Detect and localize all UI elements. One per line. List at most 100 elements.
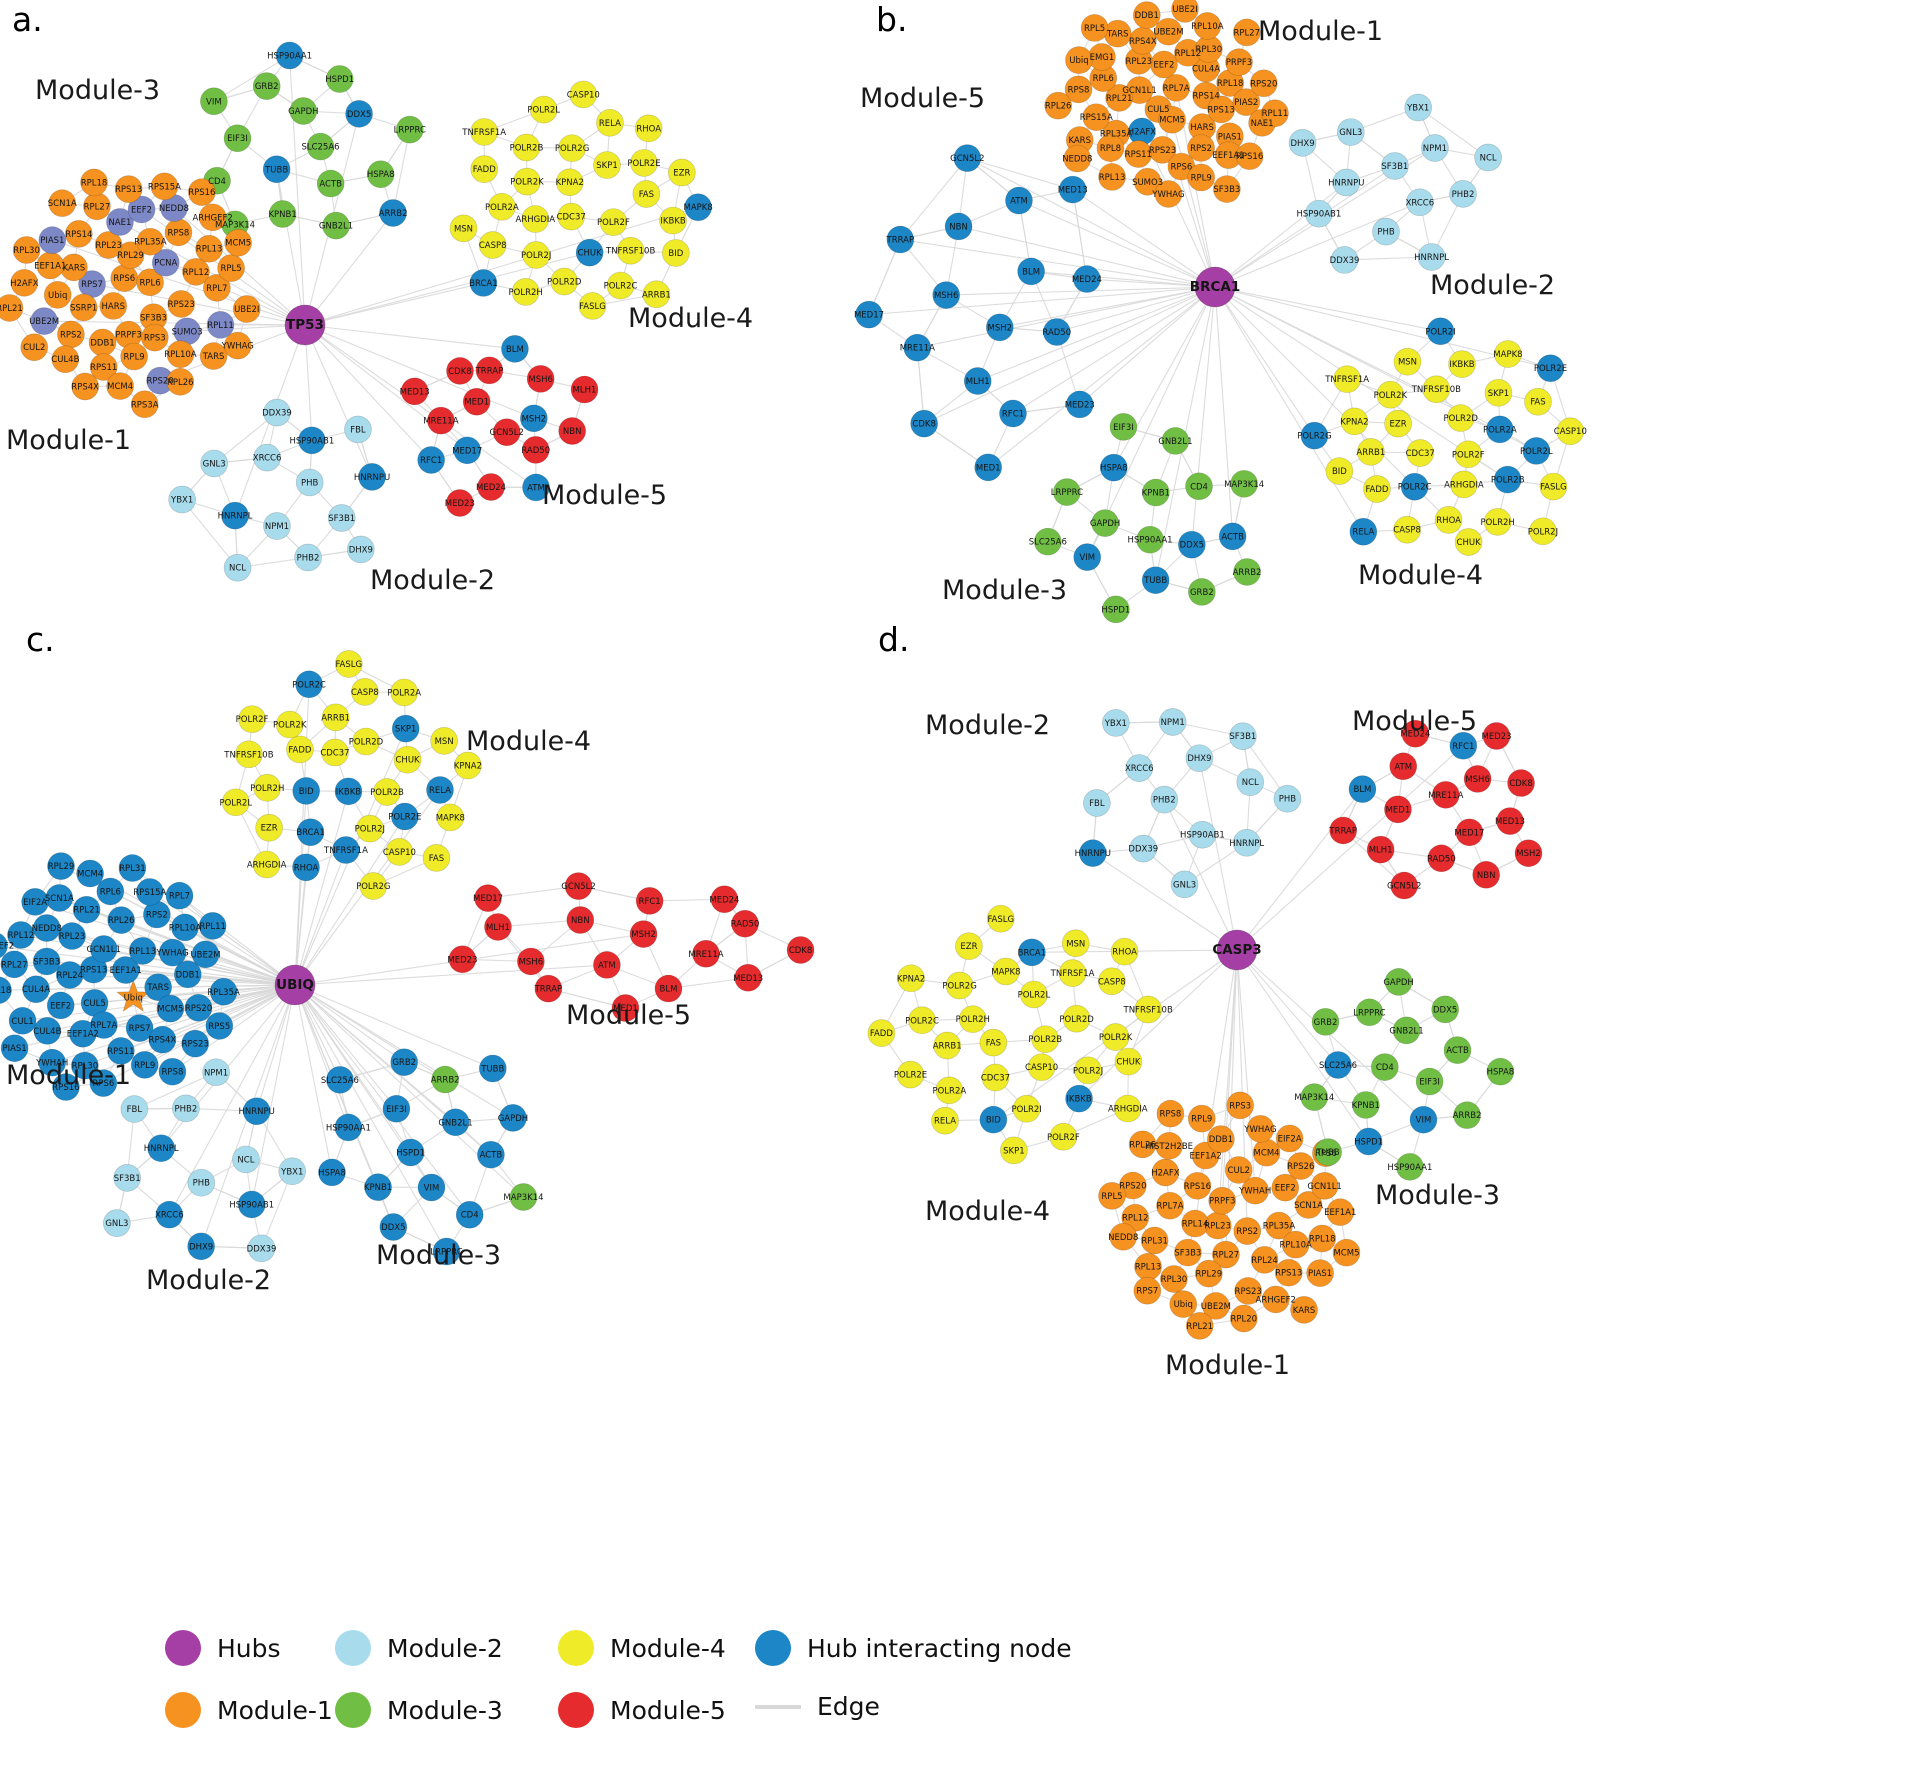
node-HSPA8[interactable] xyxy=(1099,453,1128,482)
node-POLR2I[interactable] xyxy=(1012,1094,1041,1123)
node-NBN[interactable] xyxy=(566,906,595,934)
node-GAPDH[interactable] xyxy=(289,97,318,125)
node-TRRAP[interactable] xyxy=(475,356,504,385)
node-MAPK8[interactable] xyxy=(992,957,1020,986)
node-EEF1A2[interactable] xyxy=(68,1019,97,1048)
node-YBX1[interactable] xyxy=(1404,93,1433,122)
node-POLR2F[interactable] xyxy=(238,705,266,734)
node-TUBB[interactable] xyxy=(1141,566,1170,595)
node-NPM1[interactable] xyxy=(202,1058,230,1087)
node-RPL21[interactable] xyxy=(72,895,101,924)
node-HSP90AB1[interactable] xyxy=(1188,820,1217,849)
node-GNL3[interactable] xyxy=(103,1209,131,1238)
node-GAPDH[interactable] xyxy=(1384,968,1413,996)
node-YWHAG[interactable] xyxy=(1246,1115,1275,1143)
node-NCL[interactable] xyxy=(1474,143,1502,172)
node-SKP1[interactable] xyxy=(593,151,621,179)
hub-UBIQ[interactable] xyxy=(274,964,316,1006)
node-RPL11[interactable] xyxy=(198,912,227,940)
node-RPL7[interactable] xyxy=(165,881,194,910)
node-POLR2L[interactable] xyxy=(1522,437,1551,465)
node-IKBKB[interactable] xyxy=(1448,350,1476,378)
node-POLR2E[interactable] xyxy=(1536,354,1565,383)
node-MED13[interactable] xyxy=(1496,807,1524,835)
node-HSP90AA1[interactable] xyxy=(275,41,304,70)
node-RPL35A[interactable] xyxy=(136,227,165,256)
node-ATM[interactable] xyxy=(1389,752,1418,781)
node-POLR2G[interactable] xyxy=(558,134,586,163)
node-MSN[interactable] xyxy=(1061,929,1090,958)
node-KPNA2[interactable] xyxy=(1340,407,1369,436)
node-RPS16[interactable] xyxy=(187,178,216,207)
node-CASP8[interactable] xyxy=(351,678,379,706)
node-SF3B1[interactable] xyxy=(1381,152,1409,180)
node-EIF2A[interactable] xyxy=(1275,1124,1304,1153)
node-XRCC6[interactable] xyxy=(253,443,281,472)
node-RPS13[interactable] xyxy=(1207,95,1236,124)
node-POLR2D[interactable] xyxy=(1062,1004,1091,1033)
node-CASP8[interactable] xyxy=(1097,967,1126,996)
node-RPL10A[interactable] xyxy=(1193,12,1222,40)
node-MAPK8[interactable] xyxy=(684,193,712,222)
node-POLR2C[interactable] xyxy=(295,670,323,699)
node-GCN1L1[interactable] xyxy=(1310,1171,1339,1200)
node-BID[interactable] xyxy=(661,239,690,267)
node-POLR2G[interactable] xyxy=(945,971,974,1000)
node-DHX9[interactable] xyxy=(187,1232,215,1261)
node-RPS15A[interactable] xyxy=(1082,103,1111,132)
node-HSPA8[interactable] xyxy=(366,160,395,189)
node-KPNA2[interactable] xyxy=(897,964,925,993)
node-POLR2B[interactable] xyxy=(1031,1025,1060,1054)
node-RPS23[interactable] xyxy=(181,1029,210,1058)
node-CUL1[interactable] xyxy=(8,1006,37,1035)
node-POLR2H[interactable] xyxy=(1483,508,1512,536)
node-RPS26[interactable] xyxy=(1286,1152,1315,1180)
node-HSPD1[interactable] xyxy=(1354,1127,1383,1156)
node-RPS15A[interactable] xyxy=(135,878,164,906)
node-GCN5L2[interactable] xyxy=(953,144,982,173)
node-HSPD1[interactable] xyxy=(1102,595,1130,624)
node-NPM1[interactable] xyxy=(1421,134,1449,162)
node-MED1[interactable] xyxy=(462,387,491,416)
node-PHB2[interactable] xyxy=(294,543,322,572)
node-POLR2B[interactable] xyxy=(512,133,541,162)
node-EZR[interactable] xyxy=(955,932,983,961)
node-EEF1A1[interactable] xyxy=(1326,1198,1355,1227)
node-KPNA2[interactable] xyxy=(555,168,584,197)
node-POLR2A[interactable] xyxy=(1485,415,1514,444)
node-HNRNPU[interactable] xyxy=(1332,168,1361,197)
node-NEDD8[interactable] xyxy=(1109,1222,1138,1251)
node-RPL24[interactable] xyxy=(55,961,84,989)
node-DHX9[interactable] xyxy=(1185,744,1214,773)
node-TNFRSF1A[interactable] xyxy=(332,836,360,864)
node-TUBB[interactable] xyxy=(478,1054,507,1083)
node-SF3B3[interactable] xyxy=(1174,1238,1202,1267)
node-RPS16[interactable] xyxy=(1183,1171,1212,1200)
node-DDX39[interactable] xyxy=(263,398,291,427)
node-BLM[interactable] xyxy=(654,974,683,1003)
node-EIF3I[interactable] xyxy=(382,1094,411,1123)
node-SSRP1[interactable] xyxy=(69,293,98,322)
node-MSH2[interactable] xyxy=(629,920,658,948)
node-CDC37[interactable] xyxy=(981,1063,1010,1092)
node-VIM[interactable] xyxy=(1409,1105,1438,1134)
node-UBE2I[interactable] xyxy=(232,295,261,323)
node-RPS20[interactable] xyxy=(1249,69,1278,98)
node-VIM[interactable] xyxy=(1073,543,1102,572)
node-POLR2D[interactable] xyxy=(1446,404,1475,432)
node-RPL30[interactable] xyxy=(12,236,41,264)
node-CDC37[interactable] xyxy=(1406,439,1435,467)
node-POLR2D[interactable] xyxy=(352,727,380,756)
node-POLR2I[interactable] xyxy=(1426,317,1455,346)
node-RPS7[interactable] xyxy=(125,1014,154,1042)
node-RPS15A[interactable] xyxy=(150,172,179,201)
node-RPS2[interactable] xyxy=(1233,1217,1262,1245)
node-YWHAG[interactable] xyxy=(223,331,252,360)
node-ACTB[interactable] xyxy=(1218,522,1247,551)
node-MCM5[interactable] xyxy=(1158,105,1186,134)
node-RPL23[interactable] xyxy=(94,231,123,259)
node-FASLG[interactable] xyxy=(334,650,363,678)
node-SF3B1[interactable] xyxy=(1229,722,1257,751)
node-ARHGDIA[interactable] xyxy=(1113,1094,1142,1123)
node-HSP90AA1[interactable] xyxy=(1396,1152,1424,1181)
